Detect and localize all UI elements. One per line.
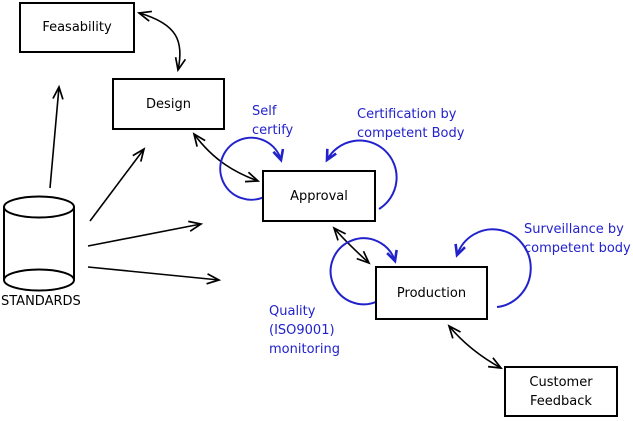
annotation-quality-line1: Quality bbox=[269, 304, 316, 319]
annotation-self-certify: Self certify bbox=[252, 102, 293, 140]
node-customer-feedback-label-line2: Feedback bbox=[530, 393, 592, 409]
arrow-design-approval bbox=[192, 132, 261, 183]
node-approval: Approval bbox=[262, 170, 376, 222]
annotation-surveillance-line1: Surveillance by bbox=[524, 222, 624, 237]
annotation-surveillance: Surveillance by competent body bbox=[524, 220, 631, 258]
arrow-approval-production bbox=[332, 226, 371, 265]
standards-cylinder-icon bbox=[3, 195, 75, 292]
arrow-standards-design bbox=[89, 147, 146, 222]
loop-surveillance bbox=[454, 228, 532, 308]
node-design-label: Design bbox=[146, 96, 191, 112]
loop-quality-monitoring bbox=[329, 237, 398, 306]
node-approval-label: Approval bbox=[290, 188, 348, 204]
arrow-standards-feasability bbox=[49, 84, 64, 189]
arrow-feasability-design bbox=[136, 10, 187, 73]
annotation-self-certify-line1: Self bbox=[252, 104, 277, 119]
loop-self-certify bbox=[219, 136, 285, 201]
annotation-surveillance-line2: competent body bbox=[524, 241, 631, 256]
node-feasability: Feasability bbox=[19, 2, 135, 53]
node-feasability-label: Feasability bbox=[42, 20, 112, 35]
node-production-label: Production bbox=[396, 285, 467, 301]
annotation-certification: Certification by competent Body bbox=[357, 105, 464, 143]
annotation-self-certify-line2: certify bbox=[252, 123, 294, 138]
node-production: Production bbox=[375, 266, 488, 320]
annotation-quality-line3: monitoring bbox=[269, 342, 340, 357]
standards-label: STANDARDS bbox=[1, 294, 81, 309]
node-design: Design bbox=[112, 78, 225, 130]
annotation-quality-line2: (ISO9001) bbox=[269, 323, 335, 338]
annotation-quality-monitoring: Quality (ISO9001) monitoring bbox=[269, 302, 340, 359]
node-customer-feedback-label-line1: Customer bbox=[529, 374, 593, 390]
node-customer-feedback: Customer Feedback bbox=[504, 366, 618, 417]
annotation-certification-line1: Certification by bbox=[357, 107, 457, 122]
arrow-standards-approval bbox=[87, 220, 204, 247]
loop-certification bbox=[325, 139, 398, 210]
arrow-production-customer-feedback bbox=[447, 324, 503, 370]
arrow-standards-production bbox=[87, 266, 222, 285]
annotation-certification-line2: competent Body bbox=[357, 126, 465, 141]
